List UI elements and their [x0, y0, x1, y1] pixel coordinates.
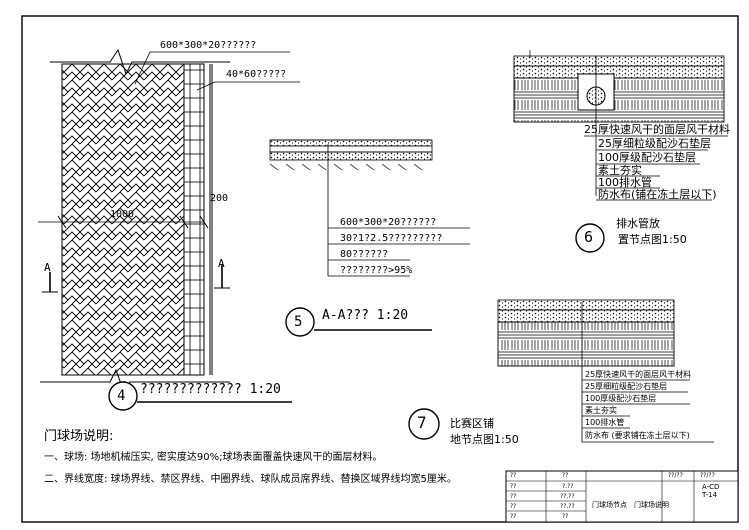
section-mark-left: A [44, 261, 51, 274]
section-layer-label-2: 30?1?2.5????????? [340, 233, 443, 244]
leader-paver [134, 51, 290, 85]
detail-7-paving [408, 299, 714, 443]
section-layer-label-1: 600*300*20?????? [340, 217, 437, 228]
paving-plan [38, 48, 300, 411]
sheet-border [21, 15, 739, 523]
tb-date-label: ??/?? [668, 472, 683, 479]
tb-r3c1: ?? [510, 493, 517, 500]
dim-width: 1000 [110, 209, 135, 220]
detail7-layer-5: 100排水管 [585, 418, 625, 427]
tb-drawing-name-1: 门球场节点 [592, 501, 627, 509]
detail-bubble-5 [285, 307, 315, 337]
detail6-layer-2: 25厚细粒级配沙石垫层 [598, 137, 711, 150]
tb-r2c1: ?? [510, 483, 517, 490]
section-mark-right: A [218, 257, 225, 270]
detail7-title-line2: 地节点图1:50 [450, 433, 519, 446]
detail-number-6: 6 [584, 228, 594, 246]
tb-col2-c: ??.?? [560, 493, 575, 500]
section-layer-label-3: 80?????? [340, 249, 389, 260]
section-layer-label-4: ????????>95% [340, 265, 413, 276]
detail-bubble-6 [575, 223, 605, 253]
notes-heading: 门球场说明: [44, 429, 114, 444]
detail7-layer-3: 100厚级配沙石垫层 [585, 394, 657, 403]
detail6-layer-1: 25厚快速风干的面层风干材料 [584, 123, 730, 136]
tb-col2-e: ?? [562, 513, 569, 520]
tb-col2-a: ?? [562, 472, 569, 479]
detail7-layer-6: 防水布 (要求铺在冻土层以下) [585, 431, 690, 440]
section-layer-paver [269, 139, 433, 147]
tb-r5c1: ?? [510, 513, 517, 520]
detail-title-4: ????????????? 1:20 [140, 382, 281, 397]
detail-number-7: 7 [417, 413, 427, 432]
label-paver: 600*300*20?????? [160, 40, 257, 51]
detail6-layer-3: 100厚级配沙石垫层 [598, 151, 696, 164]
detail-title-5: A-A??? 1:20 [322, 308, 409, 323]
section-aa [269, 139, 470, 337]
notes-line-1: 一、球场: 场地机械压实, 密实度达90%;球场表面覆盖快速风干的面层材料。 [44, 452, 383, 463]
notes-line-2: 二、界线宽度: 球场界线、禁区界线、中圈界线、球队成员席界线、替换区域界线均宽5… [44, 474, 457, 485]
tb-col2-b: ?.?? [562, 483, 574, 490]
leader-edge [196, 81, 300, 91]
edge-strip [183, 63, 205, 376]
section-layer-bed [269, 145, 433, 153]
tb-r1c1: ?? [510, 472, 517, 479]
detail7-title-line1: 比赛区铺 [450, 417, 494, 430]
tb-col2-d: ??.?? [560, 503, 575, 510]
detail-bubble-4 [108, 381, 138, 411]
tb-drawing-name-2: 门球场说明 [634, 501, 669, 509]
section-layer-base [269, 151, 433, 161]
tb-sheet-b: T-14 [702, 491, 718, 499]
break-line [50, 48, 230, 76]
detail-bubble-7 [408, 408, 440, 440]
tb-date-value: ??/?? [700, 472, 715, 479]
detail7-layer-1: 25厚快速风干的面层风干材料 [585, 370, 692, 379]
detail-number-5: 5 [294, 314, 303, 330]
detail6-layer-6: 防水布(铺在冻土层以下) [598, 188, 717, 201]
detail-6-drainage [513, 50, 728, 253]
dim-edge: 200 [210, 193, 229, 204]
detail6-layer-4: 素土夯实 [598, 164, 642, 177]
detail6-title-line1: 排水管放 [616, 217, 660, 230]
tb-sheet-a: A-CD [702, 483, 720, 491]
detail7-layer-4: 素土夯实 [585, 406, 617, 415]
title-block-frame [505, 470, 739, 523]
detail6-layer-5: 100排水管 [598, 176, 652, 189]
label-edge: 40*60????? [226, 69, 287, 80]
tb-r4c1: ?? [510, 503, 517, 510]
detail7-layer-2: 25厚细粒级配沙石垫层 [585, 382, 668, 391]
detail6-title-line2: 置节点图1:50 [618, 233, 687, 246]
detail-number-4: 4 [117, 388, 126, 404]
